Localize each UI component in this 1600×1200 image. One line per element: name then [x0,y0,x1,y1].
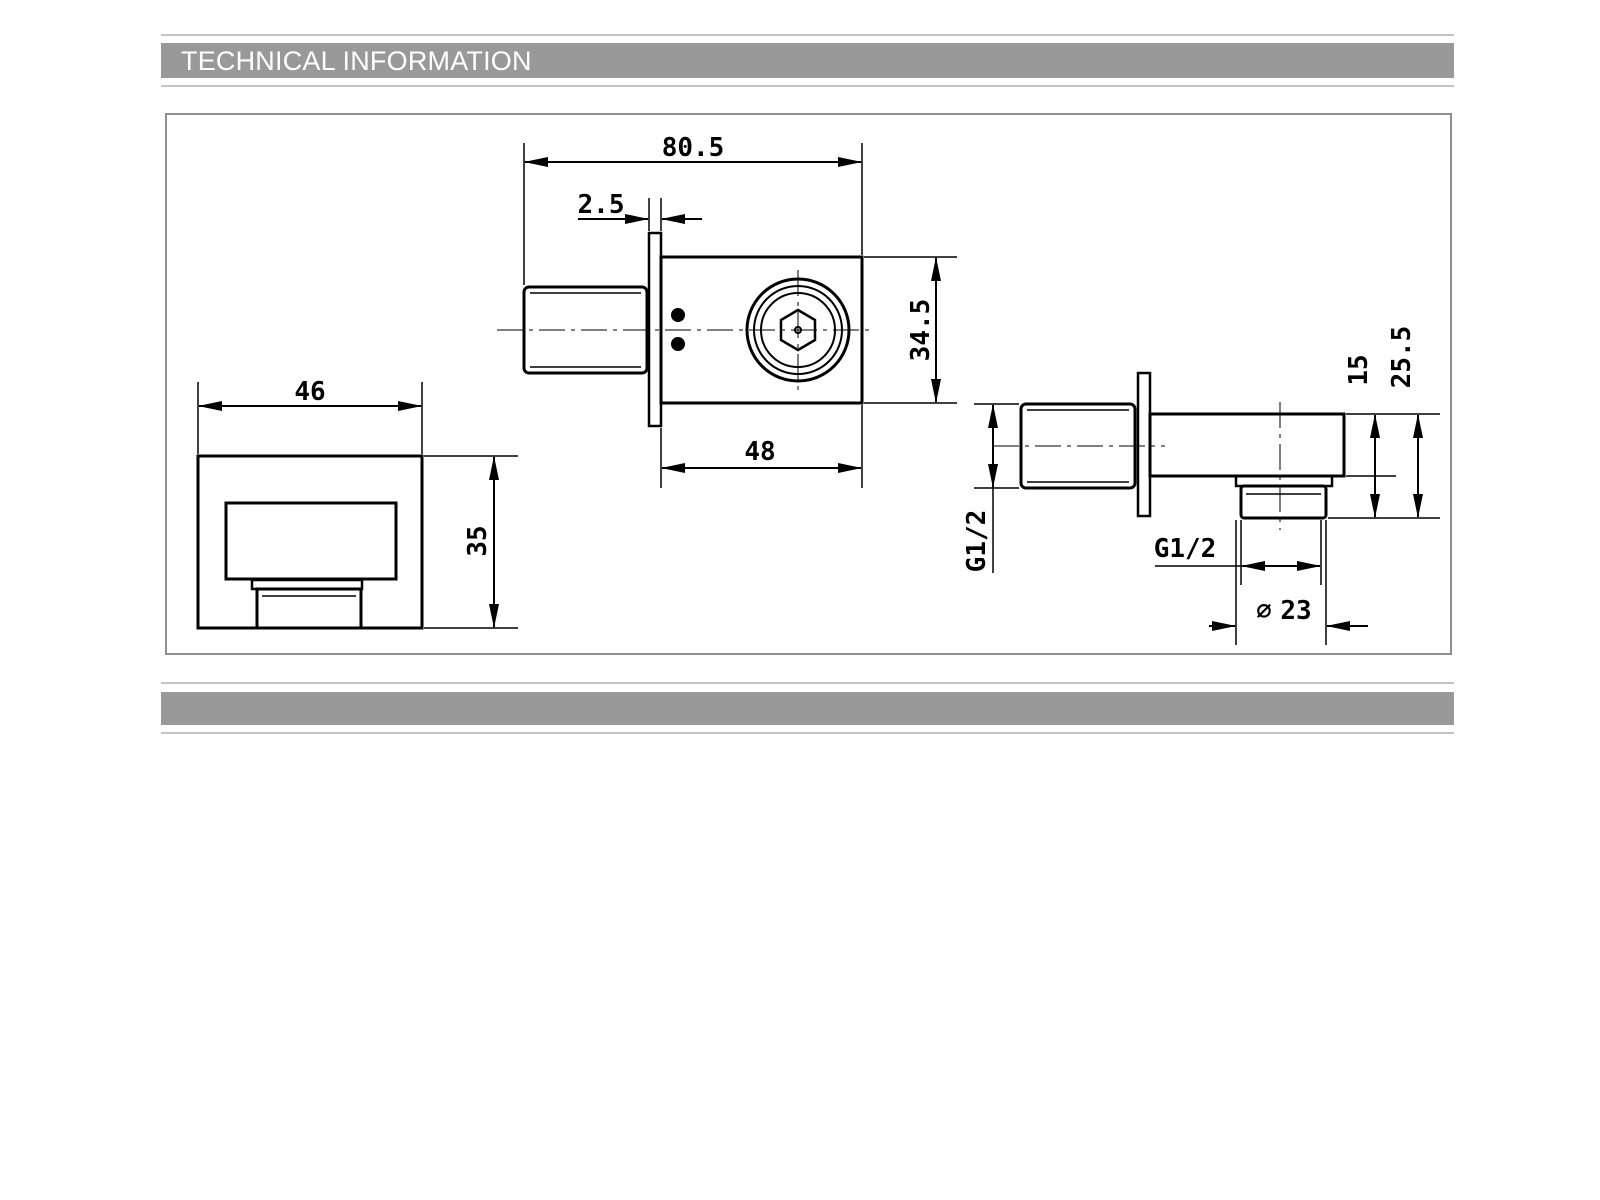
side-view [974,371,1440,645]
side-view-body [1148,412,1346,478]
front-view-inner-block [224,501,398,581]
page-title: TECHNICAL INFORMATION [181,46,532,76]
front-width-label: 46 [294,377,325,407]
inlet-thread-label: G1/2 [962,510,992,573]
outlet-diameter-label: 23 [1280,596,1311,626]
front-view [196,382,518,630]
lower-rule [161,682,1454,684]
outlet-thread-label: G1/2 [1154,534,1217,564]
front-view-body [196,454,424,630]
diameter-symbol: ∅ [1256,596,1272,626]
side-view-flange [1136,371,1152,518]
lower-band [161,692,1454,725]
top-view-screw-hole [671,337,685,351]
outlet-offset-label: 15 [1344,354,1374,385]
top-rule [161,34,1454,36]
flange-thickness-label: 2.5 [578,190,625,220]
body-height-label: 34.5 [906,299,936,362]
side-view-outlet-nut [1239,484,1328,520]
header-band: TECHNICAL INFORMATION [161,43,1454,78]
top-view [497,143,957,488]
overall-length-label: 80.5 [662,133,725,163]
drawing-frame [165,113,1452,655]
top-view-screw-hole [671,308,685,322]
front-view-nut [255,587,363,630]
top-view-hex-socket [779,308,817,352]
header-bottom-rule [161,85,1454,87]
body-length-label: 48 [744,437,775,467]
outlet-depth-label: 25.5 [1387,326,1417,389]
top-view-body [659,255,864,405]
front-height-label: 35 [463,525,493,556]
lower-bottom-rule [161,732,1454,734]
